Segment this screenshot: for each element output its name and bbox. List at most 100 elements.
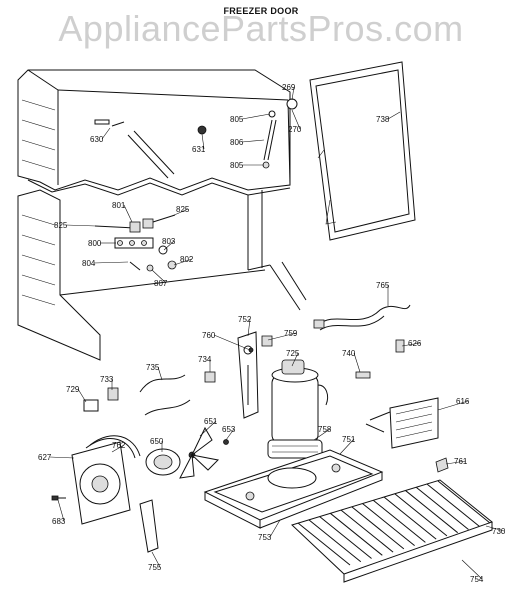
part-callout-733: 733 — [100, 375, 114, 384]
coil-tube — [394, 493, 448, 537]
part-callout-805: 805 — [230, 115, 244, 124]
part-callout-740: 740 — [342, 349, 356, 358]
leader-line-755 — [151, 551, 161, 568]
door-gasket — [309, 61, 416, 241]
leader-line-804 — [93, 261, 129, 264]
part-callout-270: 270 — [288, 125, 302, 134]
leader-line-801 — [123, 204, 133, 223]
coil-tube — [351, 506, 405, 550]
part-callout-725: 725 — [286, 349, 300, 358]
leader-line-270 — [291, 109, 301, 130]
coil-tube — [340, 509, 394, 553]
part-callout-631: 631 — [192, 145, 206, 154]
coil-tube — [437, 480, 491, 524]
part-callout-653: 653 — [222, 425, 236, 434]
part-callout-803: 803 — [162, 237, 176, 246]
leader-line-269 — [291, 86, 295, 101]
part-callout-804: 804 — [82, 259, 96, 268]
part-callout-752: 752 — [238, 315, 252, 324]
part-callout-730: 730 — [492, 527, 506, 536]
part-callout-627: 627 — [38, 453, 52, 462]
leader-line-630 — [101, 127, 111, 140]
coil-tube — [362, 503, 415, 547]
leader-line-754 — [461, 559, 483, 580]
condenser-coil — [291, 479, 494, 583]
part-callout-760: 760 — [202, 331, 216, 340]
leader-line-825 — [171, 208, 189, 217]
part-callout-800: 800 — [88, 239, 102, 248]
leader-line-758 — [313, 428, 331, 441]
part-callout-765: 765 — [376, 281, 390, 290]
part-callout-761: 761 — [454, 457, 468, 466]
part-callout-807: 807 — [154, 279, 168, 288]
watermark: AppliancePartsPros.com — [58, 8, 464, 49]
wire-harness-765 — [313, 304, 411, 331]
switch-wiring — [94, 214, 177, 272]
bracket-755 — [139, 499, 159, 553]
leader-line-729 — [77, 388, 87, 403]
compressor — [267, 359, 329, 459]
leader-line-752 — [247, 318, 251, 337]
coil-tube — [373, 499, 426, 543]
coil-tube — [416, 487, 469, 530]
leader-line-806 — [241, 139, 265, 143]
leader-line-627 — [49, 456, 75, 459]
fan-shroud — [71, 435, 141, 525]
part-callout-630: 630 — [90, 135, 104, 144]
leader-line-730 — [485, 525, 505, 532]
diagram-title: FREEZER DOOR — [223, 6, 299, 16]
leader-line-653 — [225, 428, 235, 441]
part-callout-651: 651 — [204, 417, 218, 426]
part-callout-626: 626 — [408, 339, 422, 348]
part-callout-825: 825 — [176, 205, 190, 214]
part-callout-805: 805 — [230, 161, 244, 170]
part-callout-806: 806 — [230, 138, 244, 147]
leader-line-761 — [445, 460, 467, 465]
part-callout-754: 754 — [470, 575, 484, 584]
leader-line-760 — [213, 334, 251, 351]
leader-line-683 — [57, 499, 65, 522]
leader-line-807 — [151, 269, 167, 284]
part-callout-650: 650 — [150, 437, 164, 446]
leader-line-725 — [291, 352, 299, 367]
part-callout-758: 758 — [318, 425, 332, 434]
part-callout-825: 825 — [54, 221, 68, 230]
part-callout-734: 734 — [198, 355, 212, 364]
coil-tube — [426, 483, 480, 527]
leader-line-751 — [339, 438, 355, 455]
leader-line-651 — [199, 420, 217, 437]
part-callout-753: 753 — [258, 533, 272, 542]
bracket-752 — [237, 331, 273, 419]
leader-line-631 — [201, 133, 205, 150]
base-pan — [203, 449, 384, 529]
leader-line-762 — [111, 444, 125, 453]
leader-line-805 — [241, 113, 271, 120]
leader-line-616 — [437, 400, 469, 411]
relay-box-616 — [365, 397, 439, 449]
leader-line-803 — [163, 240, 175, 251]
coil-tube — [319, 516, 372, 559]
part-callout-755: 755 — [148, 563, 162, 572]
coil-tube — [308, 519, 362, 563]
small-parts — [51, 339, 449, 501]
coil-tube — [297, 522, 351, 566]
part-callout-738: 738 — [376, 115, 390, 124]
leader-line-825 — [65, 224, 97, 227]
coil-tube — [405, 490, 459, 534]
leader-line-735 — [157, 366, 163, 381]
leader-line-740 — [353, 352, 361, 373]
part-callout-802: 802 — [180, 255, 194, 264]
part-callout-751: 751 — [342, 435, 356, 444]
part-callout-616: 616 — [456, 397, 470, 406]
part-callout-801: 801 — [112, 201, 126, 210]
callout-labels: 2697388052708066306318058018258258038008… — [38, 83, 506, 584]
part-callout-683: 683 — [52, 517, 66, 526]
leader-line-738 — [387, 111, 401, 120]
part-callout-762: 762 — [112, 441, 126, 450]
fan-motor — [145, 426, 220, 479]
part-callout-759: 759 — [284, 329, 298, 338]
leader-line-626 — [401, 342, 421, 347]
leader-line-753 — [269, 519, 281, 538]
